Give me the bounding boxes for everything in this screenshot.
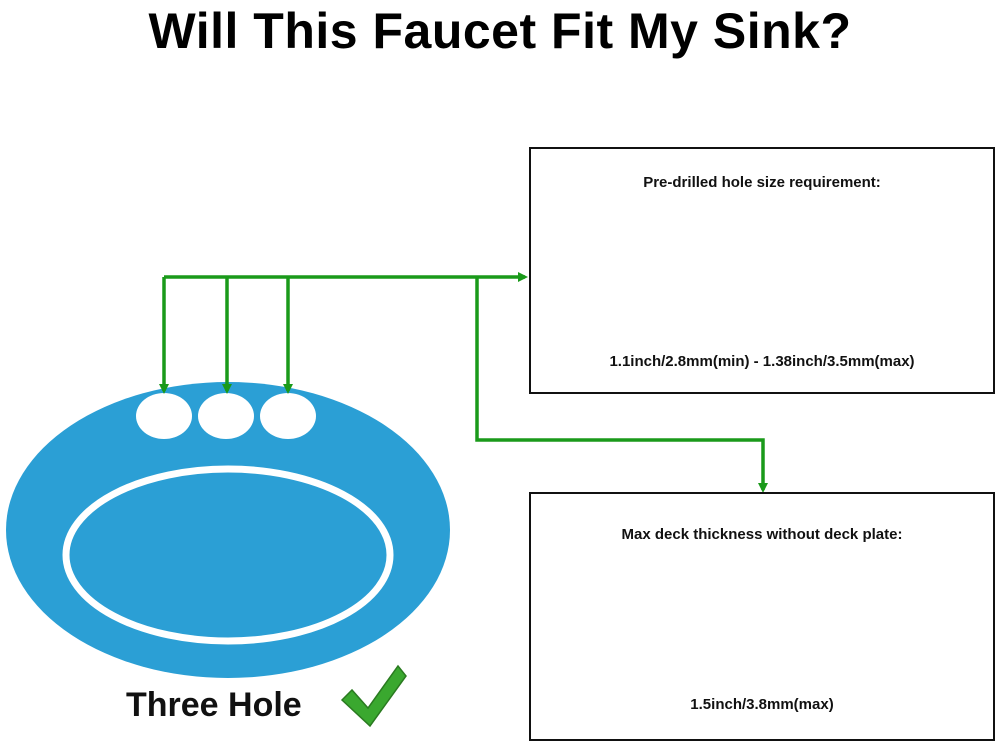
sink-type-label: Three Hole bbox=[126, 686, 302, 724]
deck-thickness-box: Max deck thickness without deck plate: 1… bbox=[529, 492, 995, 741]
faucet-hole-right bbox=[260, 393, 316, 439]
connector-arrows bbox=[159, 272, 768, 493]
faucet-hole-left bbox=[136, 393, 192, 439]
hole-size-heading: Pre-drilled hole size requirement: bbox=[643, 174, 881, 191]
deck-thickness-heading: Max deck thickness without deck plate: bbox=[621, 526, 903, 543]
sink-basin bbox=[6, 382, 450, 678]
hole-size-range: 1.1inch/2.8mm(min) - 1.38inch/3.5mm(max) bbox=[609, 353, 915, 370]
deck-thickness-range: 1.5inch/3.8mm(max) bbox=[690, 696, 834, 713]
faucet-hole-center bbox=[198, 393, 254, 439]
arrow-to-deck-thickness bbox=[475, 277, 768, 493]
faucet-holes bbox=[136, 393, 316, 439]
hole-size-requirement-box: Pre-drilled hole size requirement: 1.1in… bbox=[529, 147, 995, 394]
page-title: Will This Faucet Fit My Sink? bbox=[148, 3, 852, 59]
checkmark-icon bbox=[340, 664, 407, 728]
